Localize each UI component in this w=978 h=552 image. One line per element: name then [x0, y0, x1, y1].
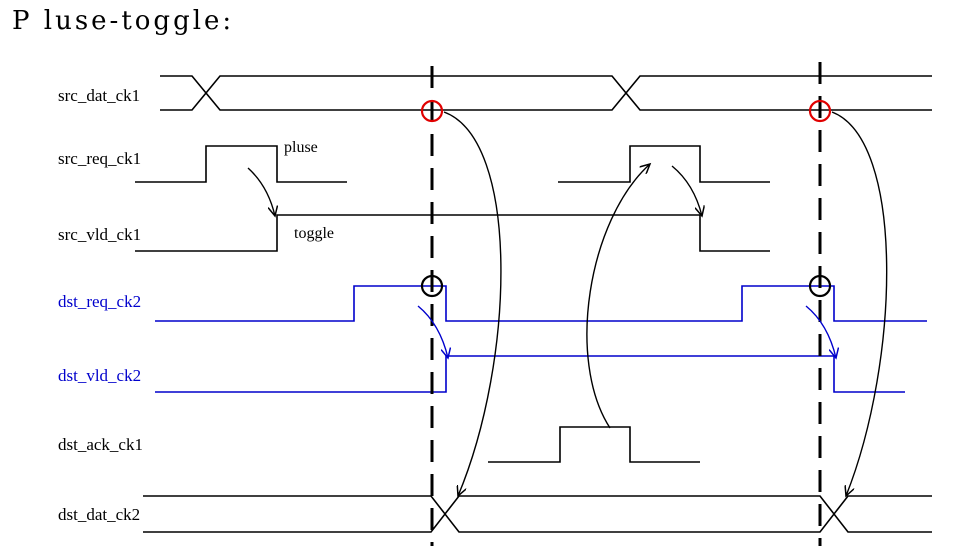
sample-point-src-dat-1 [420, 99, 444, 123]
waveform-dst-dat-ck2 [143, 495, 932, 533]
waveform-src-req-ck1 [135, 145, 770, 183]
sample-point-src-dat-2 [808, 99, 832, 123]
waveform-dst-ack-ck1 [488, 426, 700, 463]
toggle-annotation: toggle [294, 225, 334, 242]
arrow-dat-capture-2 [831, 111, 888, 496]
arrow-dat-capture-1 [443, 111, 502, 496]
signal-label-dst-vld-ck2: dst_vld_ck2 [58, 366, 141, 385]
signal-label-src-req-ck1: src_req_ck1 [58, 149, 141, 168]
signal-label-dst-dat-ck2: dst_dat_ck2 [58, 505, 140, 524]
waveform-dst-vld-ck2 [155, 355, 905, 393]
sample-point-dst-req-2 [808, 274, 832, 298]
sample-point-dst-req-1 [420, 274, 444, 298]
pulse-annotation: pluse [284, 139, 318, 156]
signal-label-src-dat-ck1: src_dat_ck1 [58, 86, 140, 105]
arrow-ack-to-req [586, 164, 650, 429]
arrow-req-to-vld-2 [671, 165, 702, 216]
arrow-req-to-vld-1 [247, 167, 275, 216]
arrow-dst-req-to-vld-1 [417, 305, 448, 358]
waveform-src-dat-ck1 [160, 75, 932, 111]
diagram-title: P luse-toggle: [12, 6, 235, 36]
signal-label-dst-req-ck2: dst_req_ck2 [58, 292, 141, 311]
waveform-src-vld-ck1 [135, 214, 770, 252]
signal-label-src-vld-ck1: src_vld_ck1 [58, 225, 141, 244]
arrow-dst-req-to-vld-2 [805, 305, 836, 358]
signal-label-dst-ack-ck1: dst_ack_ck1 [58, 435, 143, 454]
waveform-dst-req-ck2 [155, 285, 927, 322]
